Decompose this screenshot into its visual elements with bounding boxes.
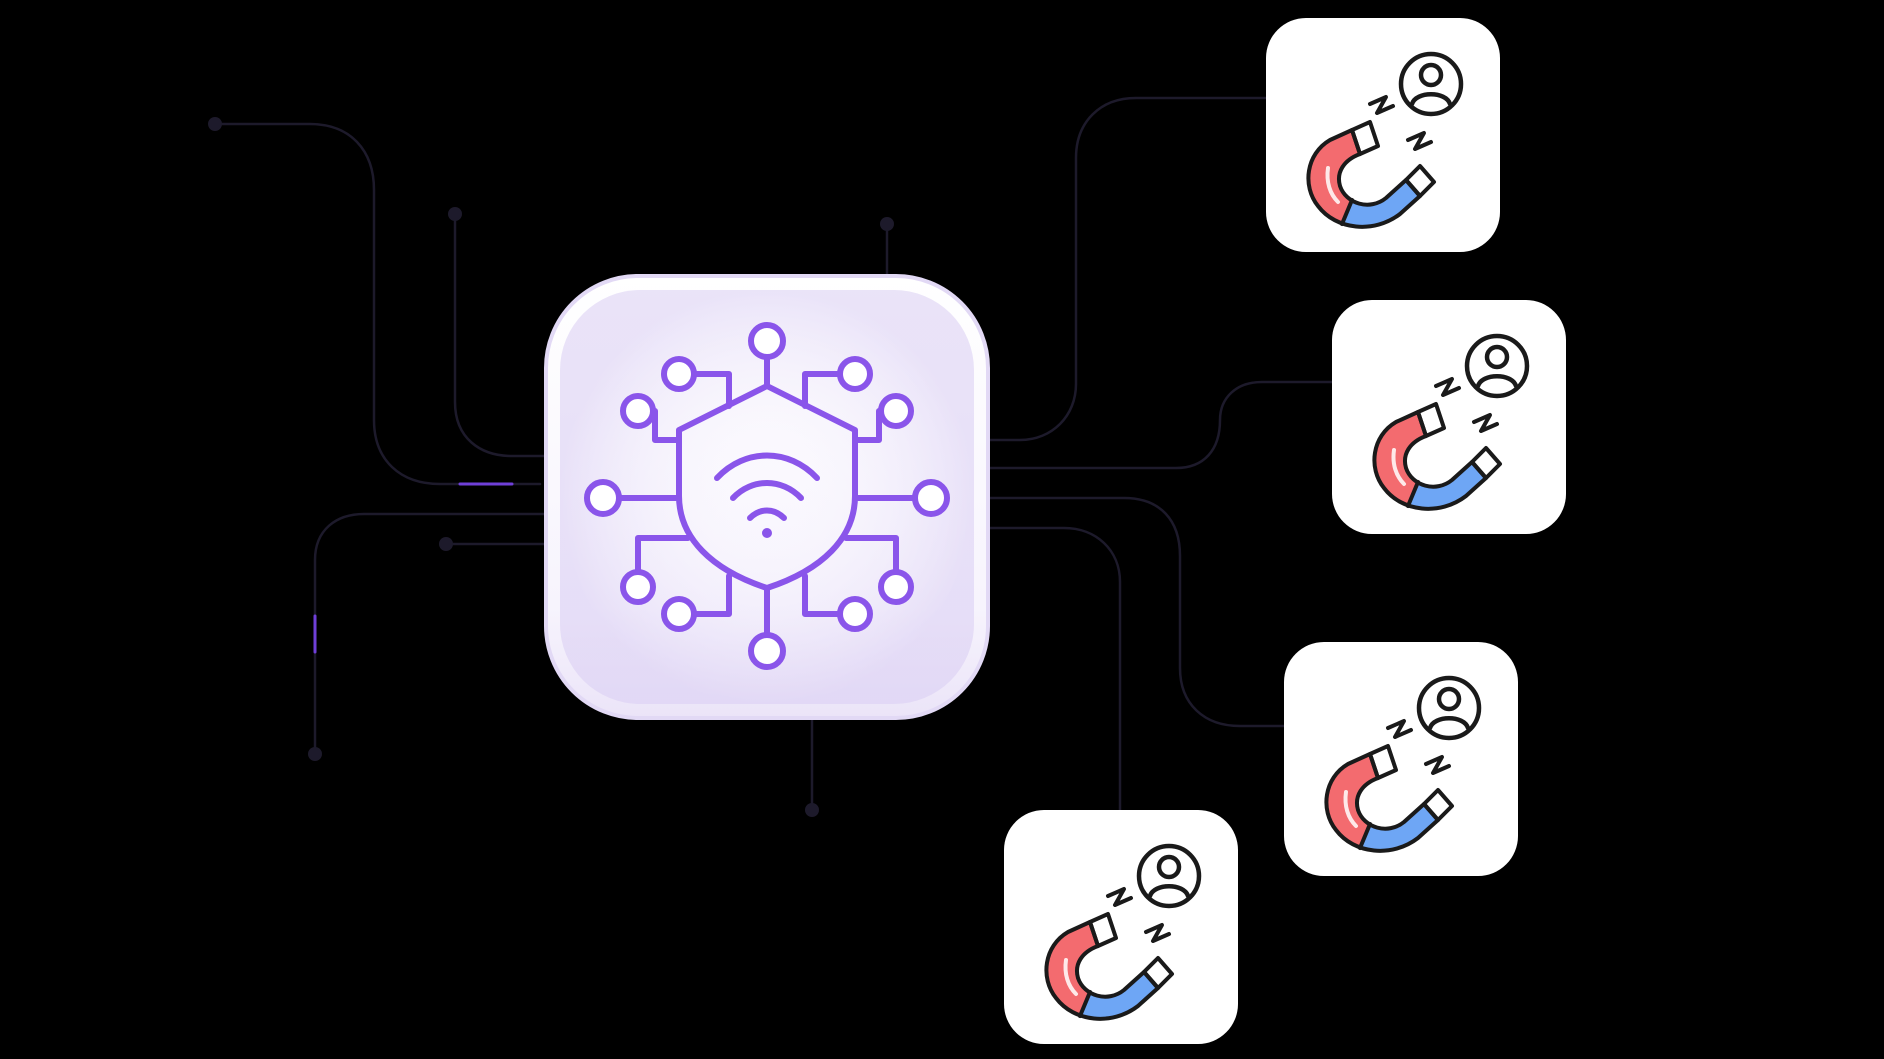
wire-endpoint bbox=[439, 537, 453, 551]
wire-to-node-2 bbox=[983, 380, 1336, 470]
hub-card-inner-glow bbox=[560, 290, 974, 704]
wire-to-node-3 bbox=[983, 496, 1288, 728]
hub-card bbox=[544, 274, 990, 720]
wire-endpoint bbox=[448, 207, 462, 221]
shield-circuit-wifi-icon bbox=[584, 322, 950, 670]
wire-to-node-1 bbox=[983, 96, 1270, 442]
wire-endpoint bbox=[880, 217, 894, 231]
wire-left-1 bbox=[213, 122, 542, 486]
wire-to-node-4 bbox=[983, 526, 1122, 814]
magnet-node-4 bbox=[1004, 810, 1238, 1044]
wire-endpoint bbox=[308, 747, 322, 761]
magnet-node-2 bbox=[1332, 300, 1566, 534]
magnet-node-1 bbox=[1266, 18, 1500, 252]
wire-endpoint bbox=[805, 803, 819, 817]
magnet-node-3 bbox=[1284, 642, 1518, 876]
wire-endpoint bbox=[208, 117, 222, 131]
wire-left-3 bbox=[313, 512, 552, 756]
wire-left-2 bbox=[453, 212, 552, 458]
